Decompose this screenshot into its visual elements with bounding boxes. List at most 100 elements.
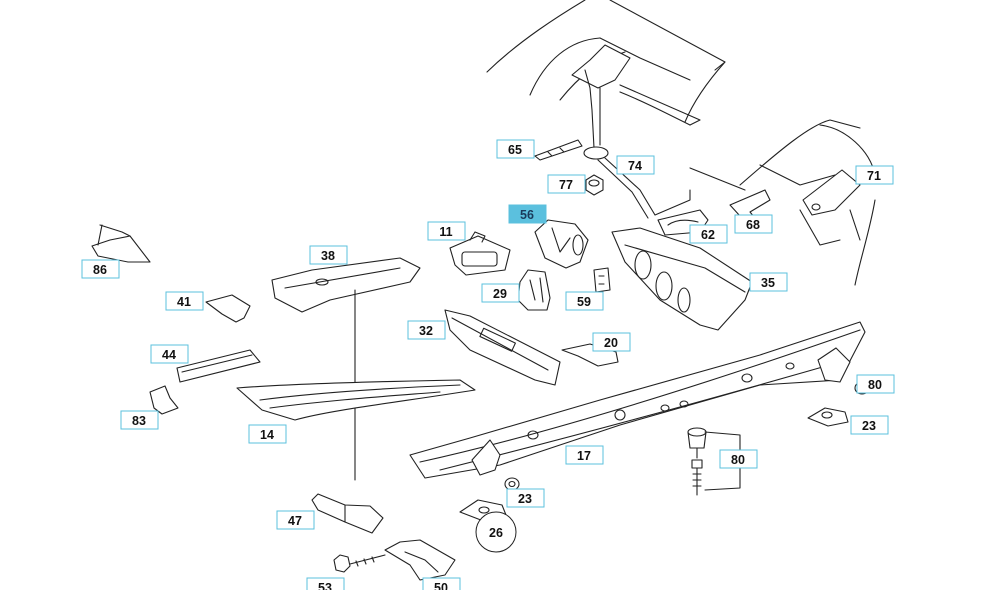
callout-box (565, 445, 604, 465)
callout-label: 47 (288, 514, 302, 528)
part-14-sill[interactable] (236, 379, 476, 421)
callout-box (422, 577, 461, 590)
callout-71[interactable]: 71 (855, 165, 894, 185)
callout-label: 23 (518, 492, 532, 506)
part-32-crossmember[interactable] (444, 309, 561, 386)
callout-62[interactable]: 62 (689, 224, 728, 244)
callout-label: 62 (701, 228, 715, 242)
callout-box (689, 224, 728, 244)
callout-box (81, 259, 120, 279)
callout-44[interactable]: 44 (150, 344, 189, 364)
part-38-tray[interactable] (271, 257, 421, 481)
part-71-bracket[interactable] (802, 169, 861, 216)
callout-20[interactable]: 20 (592, 332, 631, 352)
callout-83[interactable]: 83 (120, 410, 159, 430)
callout-26[interactable]: 26 (475, 511, 517, 553)
part-35-bulkhead[interactable] (611, 227, 753, 331)
callout-box (165, 291, 204, 311)
callout-11[interactable]: 11 (427, 221, 466, 241)
callout-77[interactable]: 77 (547, 174, 586, 194)
part-65-strip[interactable] (534, 139, 583, 161)
callout-box (547, 174, 586, 194)
callout-label: 86 (93, 263, 107, 277)
callout-23[interactable]: 23 (850, 415, 889, 435)
part-47-bracket[interactable] (311, 493, 384, 534)
callout-label: 44 (162, 348, 176, 362)
part-23-washer[interactable] (504, 477, 520, 491)
callout-box (496, 139, 535, 159)
callout-box (309, 245, 348, 265)
callout-14[interactable]: 14 (248, 424, 287, 444)
part-86-bracket[interactable] (91, 224, 151, 263)
part-80-plate-right[interactable] (807, 407, 849, 427)
callout-35[interactable]: 35 (749, 272, 788, 292)
callout-box (508, 204, 547, 224)
callout-label: 59 (577, 295, 591, 309)
callout-label: 11 (439, 225, 452, 239)
part-59-clip[interactable] (593, 267, 611, 293)
callout-74[interactable]: 74 (616, 155, 655, 175)
callout-label: 14 (260, 428, 274, 442)
part-11-bracket[interactable] (449, 231, 511, 276)
callout-box (276, 510, 315, 530)
callout-label: 29 (493, 287, 507, 301)
callout-box (719, 449, 758, 469)
callout-label: 23 (862, 419, 876, 433)
callout-53[interactable]: 53 (306, 577, 345, 590)
callout-label: 41 (177, 295, 191, 309)
callout-32[interactable]: 32 (407, 320, 446, 340)
callout-38[interactable]: 38 (309, 245, 348, 265)
callout-label: 53 (318, 581, 332, 590)
callout-layer: 86 41 44 83 14 47 53 50 38 11 56 65 77 74 29 59 32 20 62 68… (81, 139, 895, 590)
callout-80[interactable]: 80 (719, 449, 758, 469)
callout-label: 32 (419, 324, 433, 338)
part-68-clip[interactable] (729, 189, 771, 219)
callout-65[interactable]: 65 (496, 139, 535, 159)
part-83-bracket[interactable] (149, 385, 179, 415)
callout-box (565, 291, 604, 311)
callout-box (481, 283, 520, 303)
callout-68[interactable]: 68 (734, 214, 773, 234)
callout-box (616, 155, 655, 175)
callout-17[interactable]: 17 (565, 445, 604, 465)
callout-box (850, 415, 889, 435)
callout-label: 74 (628, 159, 642, 173)
callout-label: 56 (520, 208, 534, 222)
callout-box (734, 214, 773, 234)
callout-41[interactable]: 41 (165, 291, 204, 311)
callout-label: 71 (867, 169, 881, 183)
callout-box (856, 374, 895, 394)
callout-label: 20 (604, 336, 618, 350)
callout-label: 35 (761, 276, 775, 290)
part-74-bracket[interactable] (571, 44, 691, 219)
callout-label: 80 (731, 453, 745, 467)
callout-label: 50 (434, 581, 448, 590)
callout-47[interactable]: 47 (276, 510, 315, 530)
part-26-fastener[interactable] (687, 427, 741, 496)
callout-label: 17 (577, 449, 591, 463)
callout-56[interactable]: 56 (508, 204, 547, 224)
callout-box (592, 332, 631, 352)
callout-59[interactable]: 59 (565, 291, 604, 311)
part-17-rocker-panel[interactable] (409, 321, 866, 479)
callout-29[interactable]: 29 (481, 283, 520, 303)
callout-86[interactable]: 86 (81, 259, 120, 279)
part-44-rail[interactable] (176, 349, 261, 383)
part-53-bolt[interactable] (333, 554, 386, 573)
body-shell-drawing (486, 0, 876, 286)
callout-box (150, 344, 189, 364)
callout-label: 26 (489, 526, 503, 540)
callout-box (407, 320, 446, 340)
part-41-plate[interactable] (205, 294, 251, 323)
callout-80[interactable]: 80 (856, 374, 895, 394)
callout-box (248, 424, 287, 444)
part-56-clip[interactable] (534, 219, 589, 269)
callout-50[interactable]: 50 (422, 577, 461, 590)
part-50-bracket[interactable] (384, 539, 456, 581)
callout-23[interactable]: 23 (506, 488, 545, 508)
callout-box (855, 165, 894, 185)
callout-label: 65 (508, 143, 522, 157)
part-29-bracket[interactable] (517, 269, 551, 311)
part-77-nut[interactable] (585, 174, 604, 196)
